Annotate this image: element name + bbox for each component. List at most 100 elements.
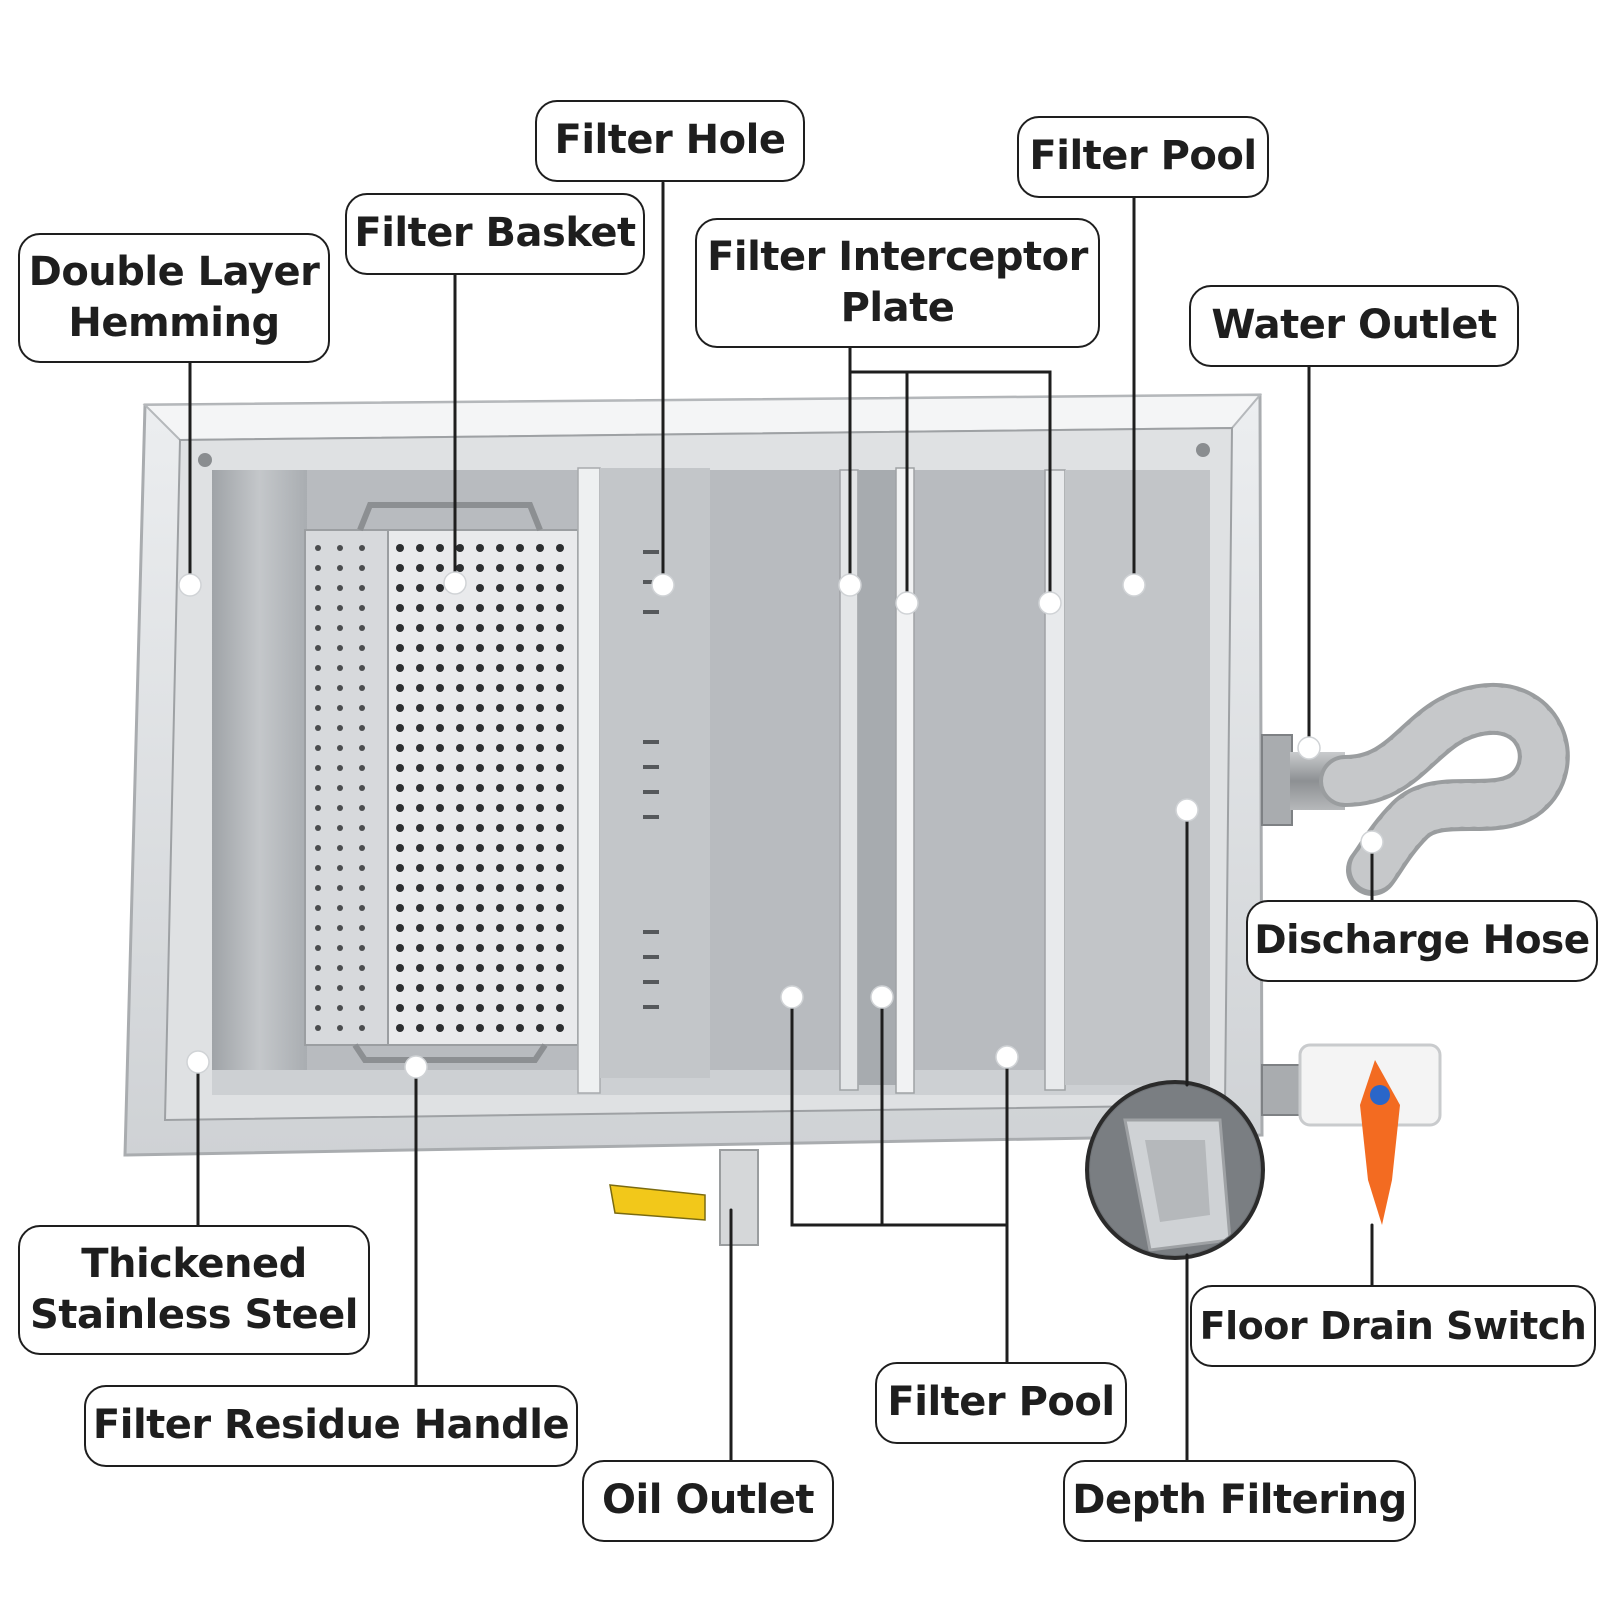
basket-hole: [556, 624, 564, 632]
basket-hole: [496, 664, 504, 672]
basket-side-hole: [359, 985, 365, 991]
basket-side-hole: [337, 605, 343, 611]
basket-hole: [476, 584, 484, 592]
basket-hole: [476, 864, 484, 872]
basket-side-hole: [315, 685, 321, 691]
corner-bolt-left: [198, 453, 212, 467]
basket-hole: [436, 744, 444, 752]
basket-hole: [476, 564, 484, 572]
basket-hole: [396, 804, 404, 812]
label-filter-interceptor-plate: Filter Interceptor Plate: [695, 218, 1100, 348]
filter-hole-panel: [600, 468, 710, 1078]
outlet-flange: [1261, 734, 1293, 826]
basket-hole: [496, 684, 504, 692]
basket-hole: [396, 744, 404, 752]
basket-hole: [556, 844, 564, 852]
oil-valve-handle: [609, 1184, 706, 1221]
basket-hole: [456, 844, 464, 852]
basket-hole: [456, 664, 464, 672]
basket-hole: [516, 884, 524, 892]
basket-hole: [456, 604, 464, 612]
filter-hole-slot: [643, 980, 659, 984]
basket-hole: [456, 704, 464, 712]
basket-side-hole: [359, 645, 365, 651]
basket-hole: [556, 1004, 564, 1012]
basket-hole: [456, 544, 464, 552]
basket-hole: [416, 804, 424, 812]
basket-hole: [476, 984, 484, 992]
basket-hole: [536, 684, 544, 692]
basket-hole: [476, 664, 484, 672]
basket-hole: [416, 724, 424, 732]
callout-dots: [178, 571, 1384, 1079]
basket-side-hole: [359, 765, 365, 771]
basket-hole: [436, 664, 444, 672]
basket-hole: [516, 564, 524, 572]
basket-hole: [436, 884, 444, 892]
discharge-hose-ribs: [1323, 686, 1566, 892]
basket-hole: [516, 1024, 524, 1032]
basket-hole: [416, 604, 424, 612]
basket-hole: [516, 744, 524, 752]
basket-hole: [476, 944, 484, 952]
basket-hole: [516, 924, 524, 932]
basket-hole: [476, 804, 484, 812]
basket-hole: [416, 564, 424, 572]
drain-pipe: [1261, 1064, 1303, 1116]
basket-hole: [516, 624, 524, 632]
basket-hole: [436, 924, 444, 932]
filter-hole-slot: [643, 815, 659, 819]
basket-side-hole: [337, 745, 343, 751]
basket-hole: [456, 964, 464, 972]
basket-hole: [456, 684, 464, 692]
partitions: [577, 467, 1210, 1094]
basket-hole: [536, 844, 544, 852]
basket-hole: [456, 824, 464, 832]
basket-hole: [396, 604, 404, 612]
basket-hole: [436, 984, 444, 992]
basket-side-hole: [359, 725, 365, 731]
basket-hole: [476, 684, 484, 692]
basket-hole: [456, 904, 464, 912]
basket-hole: [416, 624, 424, 632]
basket-side-hole: [359, 565, 365, 571]
basket-hole: [556, 784, 564, 792]
basket-side-hole: [315, 845, 321, 851]
basket-side-hole: [359, 605, 365, 611]
basket-side-hole: [315, 745, 321, 751]
basket-side-hole: [315, 605, 321, 611]
basket-side-hole: [359, 745, 365, 751]
basket-hole: [496, 844, 504, 852]
basket-hole: [456, 564, 464, 572]
basket-side-hole: [337, 805, 343, 811]
basket-hole: [536, 1024, 544, 1032]
water-outlet-assembly: [1261, 682, 1570, 896]
basket-hole: [396, 704, 404, 712]
filter-hole-marks: [643, 550, 659, 1009]
basket-hole: [456, 644, 464, 652]
basket-side-hole: [359, 965, 365, 971]
basket-side-hole: [359, 785, 365, 791]
basket-side-hole: [337, 905, 343, 911]
label-filter-pool-top: Filter Pool: [1017, 116, 1269, 198]
basket-hole: [516, 804, 524, 812]
basket-hole: [556, 584, 564, 592]
basket-hole: [556, 704, 564, 712]
basket-hole: [456, 1024, 464, 1032]
basket-hole: [476, 824, 484, 832]
basket-side-hole: [315, 585, 321, 591]
basket-side-hole: [359, 925, 365, 931]
basket-hole: [436, 1024, 444, 1032]
filter-hole-slot: [643, 930, 659, 934]
basket-hole: [536, 584, 544, 592]
depth-filtering-inset: [1085, 1080, 1265, 1260]
label-thickened-stainless-steel-line1: Thickened: [81, 1240, 307, 1287]
basket-side-hole: [315, 545, 321, 551]
basket-hole: [496, 964, 504, 972]
basket-hole: [496, 544, 504, 552]
basket-hole: [536, 664, 544, 672]
basket-hole: [456, 744, 464, 752]
basket-hole: [556, 904, 564, 912]
basket-hole: [496, 1004, 504, 1012]
